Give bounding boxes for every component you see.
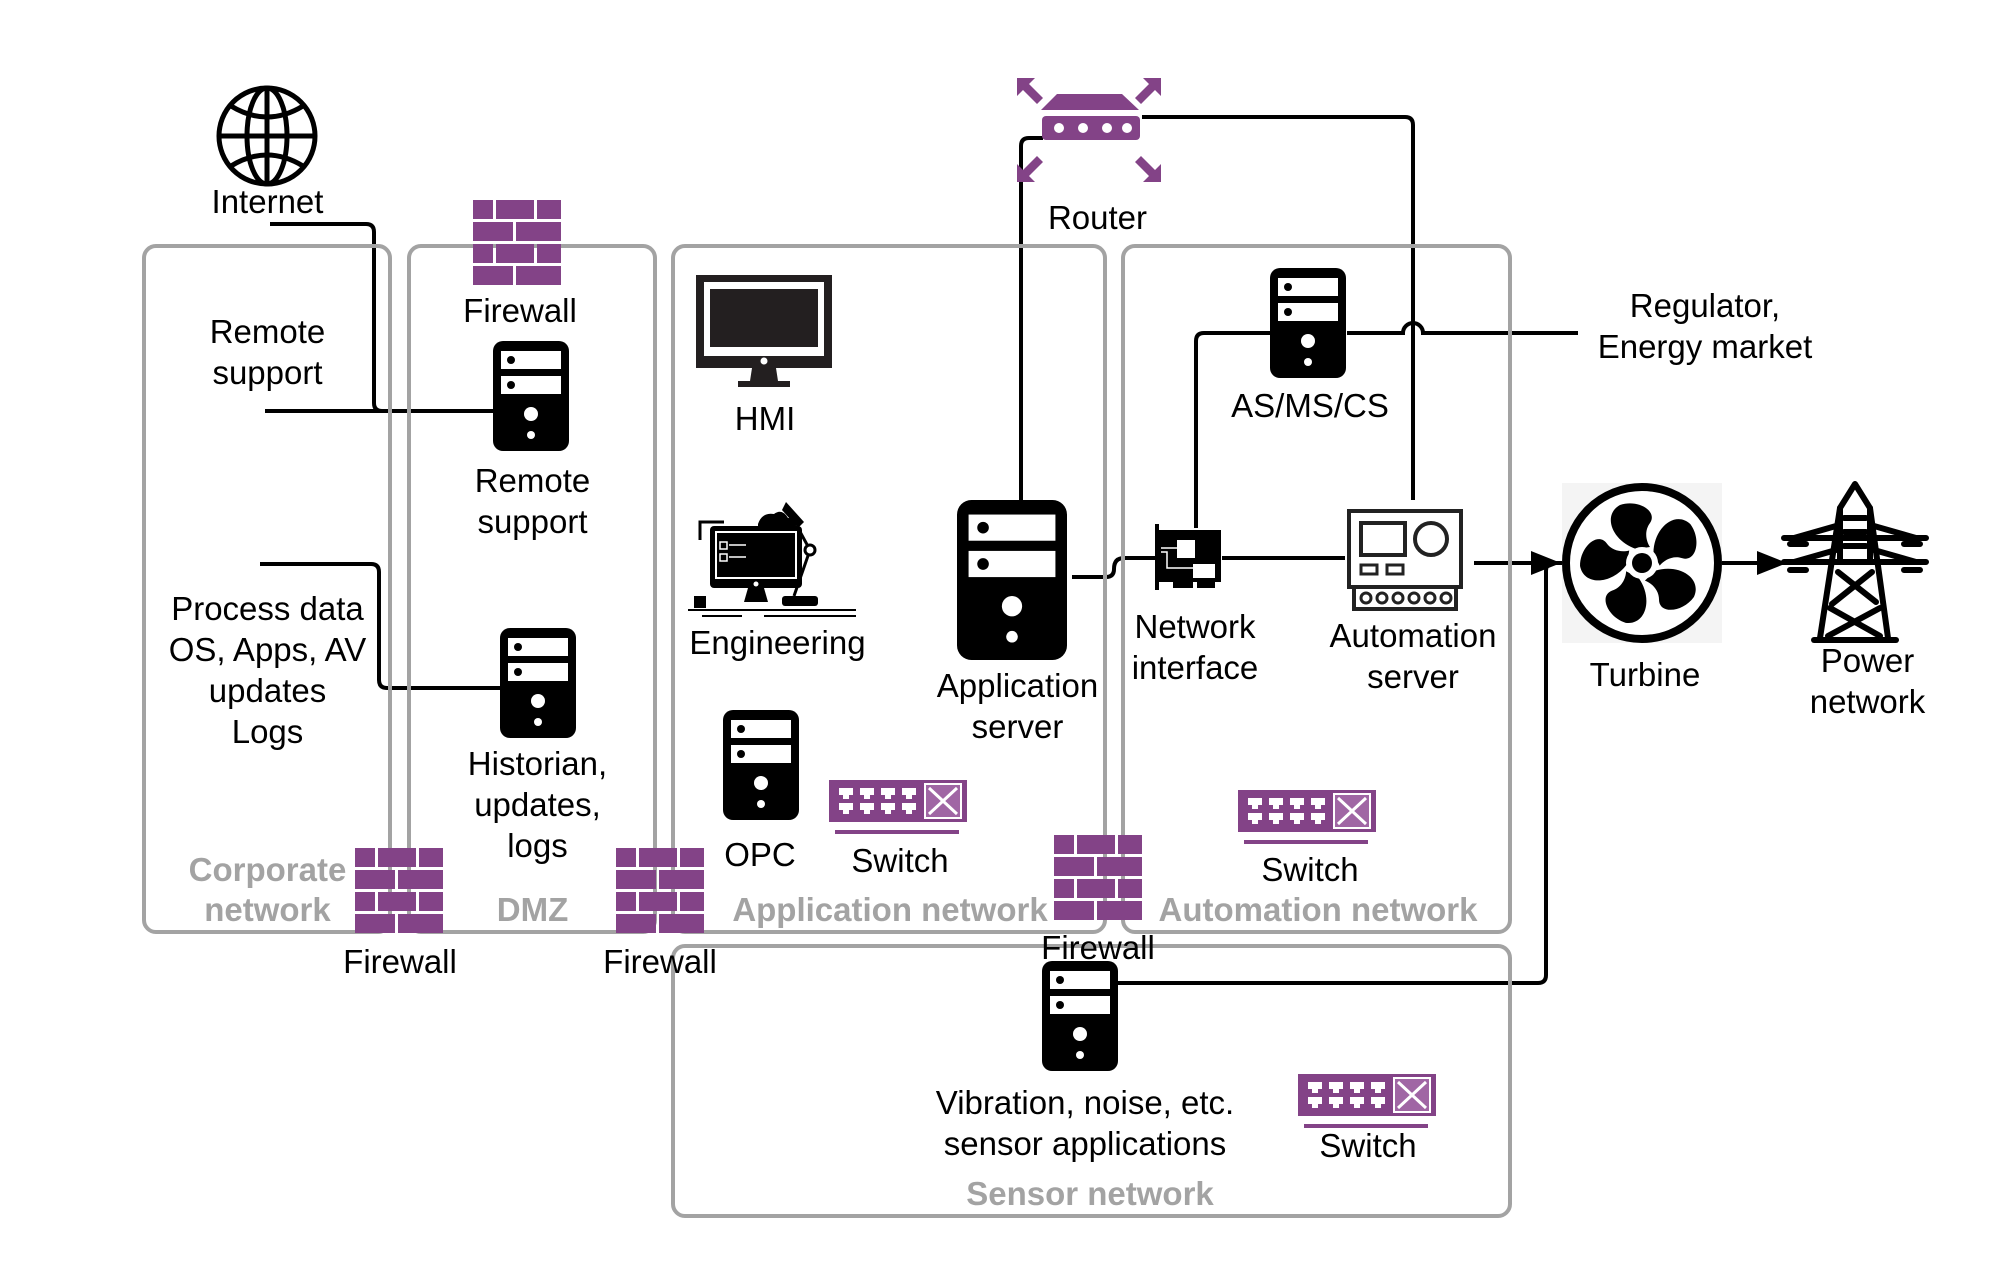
firewall-icon-dmz-app [616, 848, 704, 933]
firewall-icon-corp-dmz [355, 848, 443, 933]
zone-label-application: Application network [732, 891, 1048, 928]
line-router-automation-server [1142, 115, 1415, 500]
power-tower-icon [1781, 481, 1929, 643]
label-firewall-corp-dmz: Firewall [343, 943, 457, 980]
firewall-icon-dmz-top [473, 200, 561, 285]
line-process-data-historian [260, 562, 502, 690]
label-asmscs: AS/MS/CS [1231, 387, 1389, 424]
line-asmscs-regulator [1347, 321, 1578, 335]
label-corp-remote-support: Remote support [209, 313, 326, 391]
server-icon-sensor [1042, 961, 1118, 1071]
label-opc: OPC [724, 836, 796, 873]
label-auto-switch: Switch [1261, 851, 1359, 888]
label-regulator: Regulator, Energy market [1597, 287, 1813, 365]
label-corp-process-data: Process data OS, Apps, AV updates Logs [168, 590, 367, 750]
label-dmz-remote-support: Remote support [474, 462, 591, 540]
label-sensor-apps: Vibration, noise, etc. sensor applicatio… [935, 1084, 1235, 1162]
zone-application-network [671, 244, 1107, 934]
label-power-network: Power network [1809, 642, 1926, 720]
label-firewall-app-auto: Firewall [1041, 929, 1155, 966]
label-network-interface: Network interface [1131, 608, 1259, 686]
zone-label-dmz: DMZ [496, 891, 569, 928]
zone-sensor-network [671, 944, 1512, 1218]
label-turbine: Turbine [1589, 656, 1701, 693]
switch-icon-automation [1238, 790, 1378, 846]
line-sensor-turbine [1118, 561, 1564, 985]
label-sensor-switch: Switch [1319, 1127, 1417, 1164]
monitor-icon-hmi [696, 275, 832, 387]
label-app-switch: Switch [851, 842, 949, 879]
server-icon-asmscs [1270, 268, 1346, 378]
line-router-app-server [1019, 136, 1043, 503]
globe-icon [216, 85, 318, 187]
server-icon-dmz-remote-support [493, 341, 569, 451]
label-internet: Internet [211, 183, 324, 220]
zone-label-sensor: Sensor network [966, 1175, 1214, 1212]
server-icon-application [957, 500, 1067, 660]
label-firewall-dmz-app: Firewall [603, 943, 717, 980]
automation-controller-icon [1347, 509, 1463, 611]
firewall-icon-app-auto [1054, 835, 1142, 920]
zone-label-corporate: Corporate network [188, 851, 347, 928]
server-icon-opc [723, 710, 799, 820]
label-hmi: HMI [734, 400, 796, 437]
label-automation-server: Automation server [1329, 617, 1497, 695]
label-application-server: Application server [936, 667, 1099, 745]
network-card-icon [1155, 524, 1221, 590]
turbine-fan-icon [1562, 483, 1722, 643]
server-icon-historian [500, 628, 576, 738]
switch-icon-application [829, 780, 969, 836]
zone-label-automation: Automation network [1158, 891, 1478, 928]
label-engineering: Engineering [689, 624, 866, 661]
line-app-server-nic [1072, 556, 1160, 579]
zone-corporate-network [142, 244, 392, 934]
switch-icon-sensor [1298, 1074, 1438, 1130]
label-router: Router [1047, 199, 1148, 236]
label-historian: Historian, updates, logs [467, 745, 608, 864]
router-icon [1017, 78, 1161, 182]
label-firewall-dmz-top: Firewall [463, 292, 577, 329]
line-nic-asmscs [1194, 331, 1272, 528]
zone-automation-network [1121, 244, 1512, 934]
engineering-workstation-icon [688, 502, 856, 617]
